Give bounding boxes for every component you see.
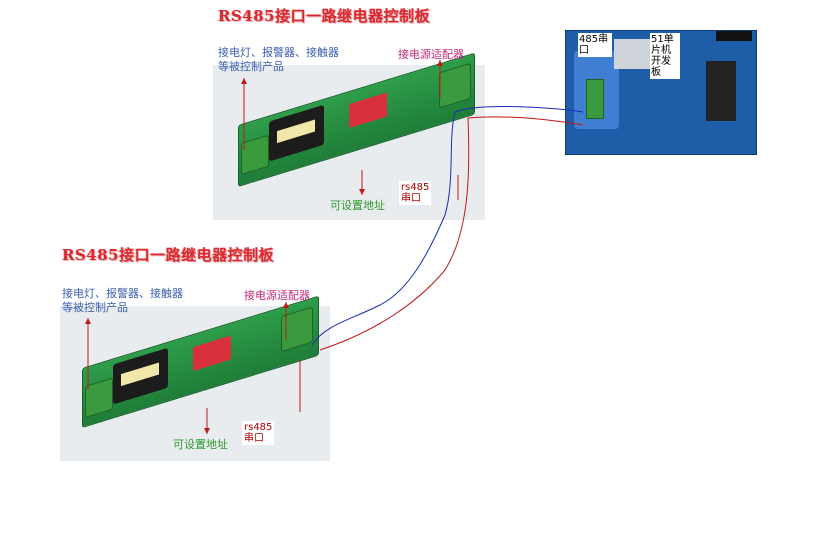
red-wire xyxy=(319,116,584,351)
board2-note-rs485-line2: 串口 xyxy=(244,433,264,444)
board1-arrow-devices-head xyxy=(241,78,247,84)
board2-arrow-address-head xyxy=(204,428,210,434)
mcu-dev-board-photo: 485串 口 51单 片机 开发 板 xyxy=(565,30,757,155)
board2-photo xyxy=(60,295,330,461)
mcu-led-matrix xyxy=(614,39,654,69)
mcu-label-51-board: 51单 片机 开发 板 xyxy=(650,33,680,79)
board1-note-address: 可设置地址 xyxy=(330,199,385,212)
mcu-label-485-serial-line1: 485串 xyxy=(579,34,609,45)
board2-note-rs485: rs485 串口 xyxy=(242,421,275,445)
board1-title: RS485接口一路继电器控制板 xyxy=(218,7,431,25)
board1-note-devices-line2: 等被控制产品 xyxy=(218,60,284,73)
board2-arrow-power-head xyxy=(283,302,289,308)
board1-note-rs485: rs485 串口 xyxy=(399,181,432,205)
mcu-chip-socket xyxy=(706,61,736,121)
board2-note-devices: 接电灯、报警器、接触器 等被控制产品 xyxy=(62,287,183,315)
board1-note-rs485-line1: rs485 xyxy=(401,182,430,193)
board2-arrow-devices-head xyxy=(85,318,91,324)
mcu-label-51-board-line3: 开发 xyxy=(651,56,671,67)
mcu-label-51-board-line2: 片机 xyxy=(651,45,671,56)
blue-wire xyxy=(311,106,584,346)
board1-note-rs485-line2: 串口 xyxy=(401,193,421,204)
board1-note-devices: 接电灯、报警器、接触器 等被控制产品 xyxy=(218,46,339,74)
board2-note-rs485-line1: rs485 xyxy=(244,422,273,433)
mcu-label-485-serial-line2: 口 xyxy=(579,45,589,56)
board1-note-devices-line1: 接电灯、报警器、接触器 xyxy=(218,46,339,59)
board2-note-power: 接电源适配器 xyxy=(244,289,310,302)
board1-arrow-power-head xyxy=(437,60,443,66)
mcu-485-terminal xyxy=(586,79,604,119)
board2-note-devices-line1: 接电灯、报警器、接触器 xyxy=(62,287,183,300)
mcu-label-51-board-line4: 板 xyxy=(651,67,661,78)
board2-title: RS485接口一路继电器控制板 xyxy=(62,246,275,264)
board1-note-power: 接电源适配器 xyxy=(398,48,464,61)
mcu-segment-display xyxy=(716,31,752,41)
board2-note-devices-line2: 等被控制产品 xyxy=(62,301,128,314)
board2-note-address: 可设置地址 xyxy=(173,438,228,451)
mcu-label-485-serial: 485串 口 xyxy=(578,33,612,57)
mcu-label-51-board-line1: 51单 xyxy=(651,34,674,45)
board1-arrow-address-head xyxy=(359,189,365,195)
